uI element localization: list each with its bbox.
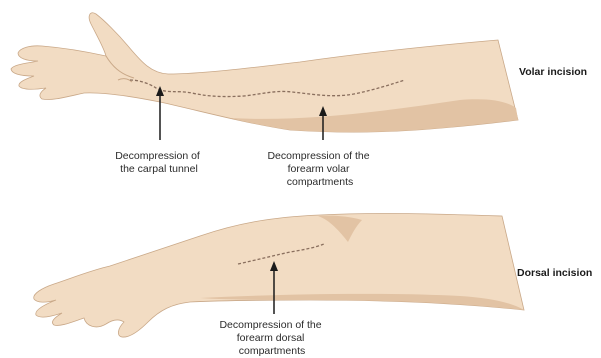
volar-incision-title: Volar incision [519, 66, 587, 78]
volar-forearm-label-line-1: Decompression of the [267, 150, 369, 162]
dorsal-forearm-label-line-1: Decompression of the [219, 319, 321, 331]
volar-carpal-label-line-1: Decompression of [115, 150, 200, 162]
volar-carpal-label-line-2: the carpal tunnel [120, 163, 198, 175]
volar-forearm-label: Decompression of the forearm volar compa… [267, 150, 372, 188]
volar-arm [11, 13, 518, 132]
volar-forearm-label-line-2: forearm volar [288, 163, 350, 175]
dorsal-forearm-label-line-3: compartments [239, 345, 306, 357]
volar-carpal-arrow [156, 86, 164, 140]
dorsal-incision-title: Dorsal incision [517, 267, 592, 279]
volar-forearm-label-line-3: compartments [287, 176, 354, 188]
dorsal-forearm-label-line-2: forearm dorsal [237, 332, 305, 344]
volar-carpal-label: Decompression of the carpal tunnel [115, 150, 203, 175]
dorsal-forearm-label: Decompression of the forearm dorsal comp… [219, 319, 324, 357]
